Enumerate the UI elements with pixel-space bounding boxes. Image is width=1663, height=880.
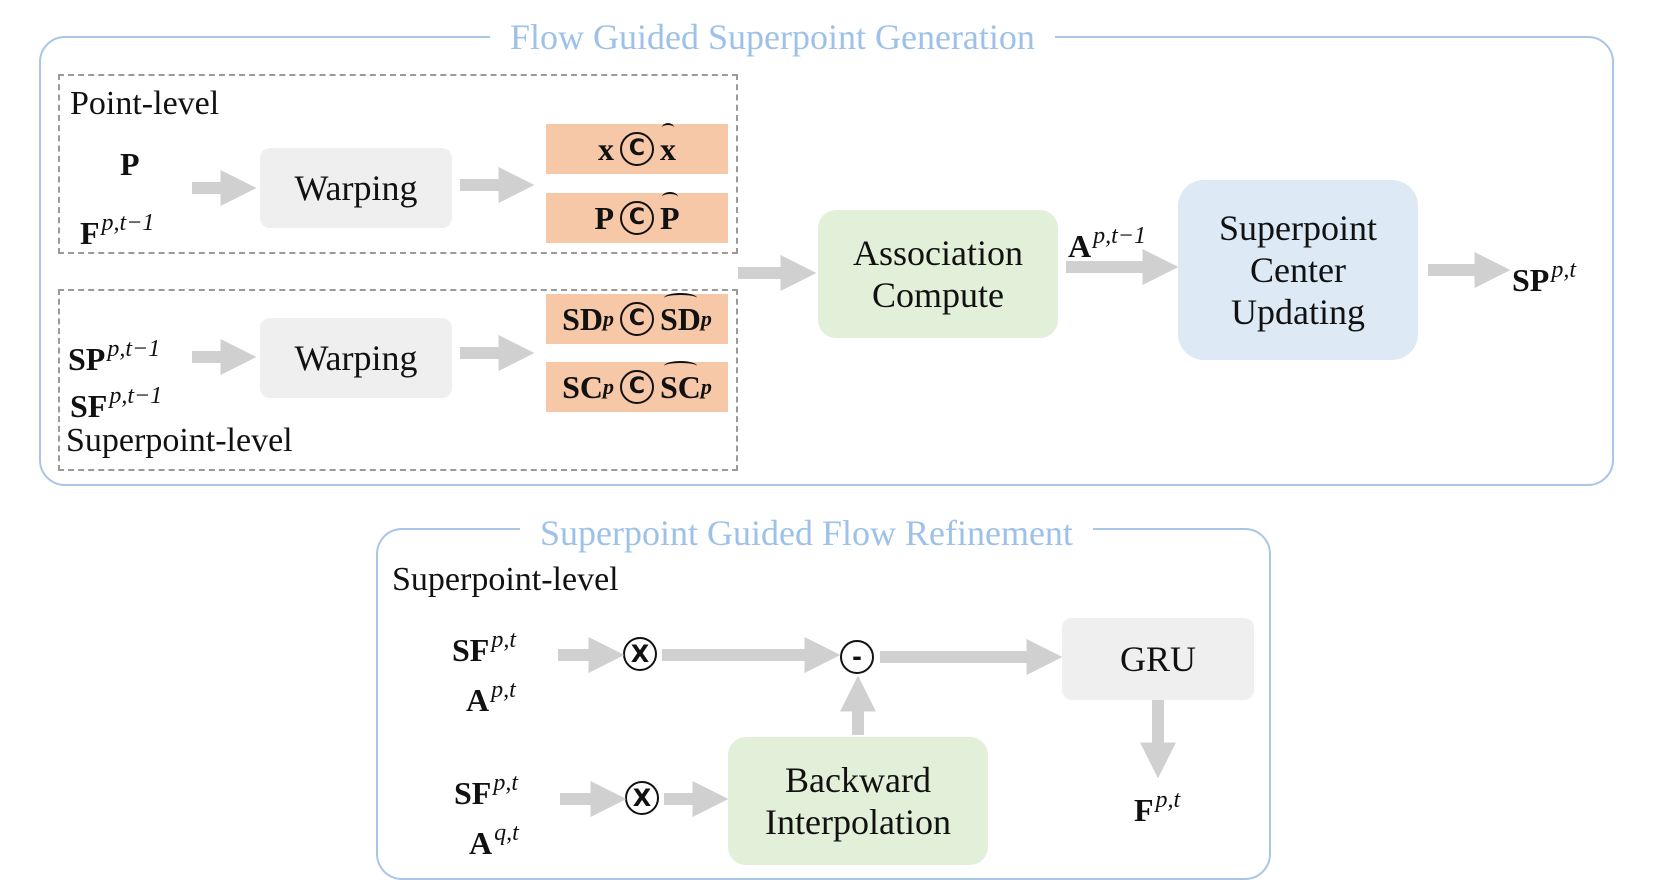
point-output-features: P C P: [546, 192, 728, 243]
minus-icon: -: [840, 640, 874, 674]
concat-icon: C: [620, 370, 654, 404]
superpoint-center-updating-box: Superpoint Center Updating: [1178, 180, 1418, 360]
superpoint-level-label: Superpoint-level: [66, 422, 293, 459]
point-input-flow: Fp,t−1: [80, 210, 155, 251]
concat-icon: C: [620, 302, 654, 336]
concat-icon: C: [620, 132, 654, 166]
multiply-icon-row2: X: [625, 781, 659, 815]
bottom-panel-title: Superpoint Guided Flow Refinement: [520, 513, 1093, 553]
superpoint-warping-box: Warping: [260, 318, 452, 398]
backward-interpolation-box: Backward Interpolation: [728, 737, 988, 865]
association-compute-box: Association Compute: [818, 210, 1058, 338]
refined-flow-output: Fp,t: [1134, 787, 1181, 828]
superpoint-input-sp: SPp,t−1: [68, 336, 161, 377]
row2-input-sf: SFp,t: [454, 770, 519, 811]
point-input-p: P: [120, 146, 140, 182]
association-output: Ap,t−1: [1068, 223, 1146, 264]
point-warping-box: Warping: [260, 148, 452, 228]
superpoint-level-region: [58, 289, 738, 471]
top-panel-title: Flow Guided Superpoint Generation: [490, 17, 1055, 57]
superpoint-input-sf: SFp,t−1: [70, 383, 163, 424]
gru-box: GRU: [1062, 618, 1254, 700]
row1-input-a: Ap,t: [466, 677, 516, 718]
row2-input-a: Aq,t: [469, 820, 519, 861]
point-output-coords: x C x: [546, 123, 728, 174]
point-level-region: [58, 74, 738, 254]
concat-icon: C: [620, 201, 654, 235]
point-level-label: Point-level: [70, 85, 220, 122]
bottom-level-label: Superpoint-level: [392, 561, 619, 598]
row1-input-sf: SFp,t: [452, 627, 517, 668]
superpoint-final-output: SPp,t: [1512, 257, 1577, 298]
